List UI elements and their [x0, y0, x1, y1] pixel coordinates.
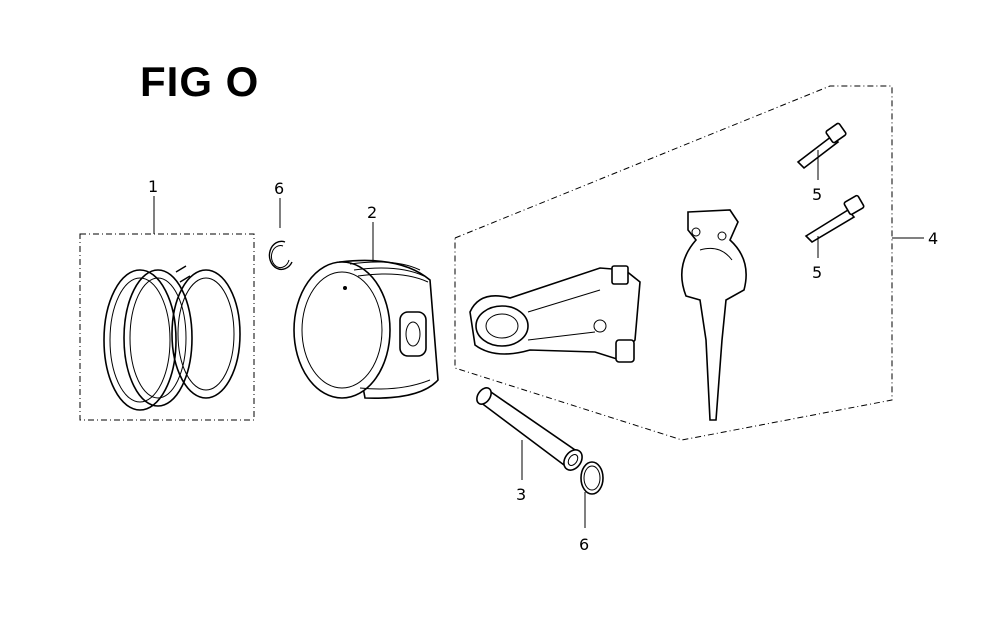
piston-ring-set[interactable]: [79, 233, 255, 421]
connecting-rod-assembly[interactable]: [454, 85, 893, 441]
piston[interactable]: [293, 259, 439, 399]
circlip-upper[interactable]: [268, 240, 293, 271]
piston-pin[interactable]: [474, 385, 586, 473]
callout-3: 3: [516, 485, 526, 504]
callout-2: 2: [367, 203, 377, 222]
callout-1: 1: [148, 177, 158, 196]
callout-4: 4: [928, 229, 938, 248]
rod-bolt-upper[interactable]: [796, 122, 847, 170]
callout-5-upper: 5: [812, 185, 822, 204]
rod-bolt-lower[interactable]: [804, 194, 865, 244]
callout-5-lower: 5: [812, 263, 822, 282]
circlip-lower[interactable]: [580, 461, 604, 495]
figure-title: FIG O: [140, 58, 260, 105]
callout-6-lower: 6: [579, 535, 589, 554]
callout-6-upper: 6: [274, 179, 284, 198]
